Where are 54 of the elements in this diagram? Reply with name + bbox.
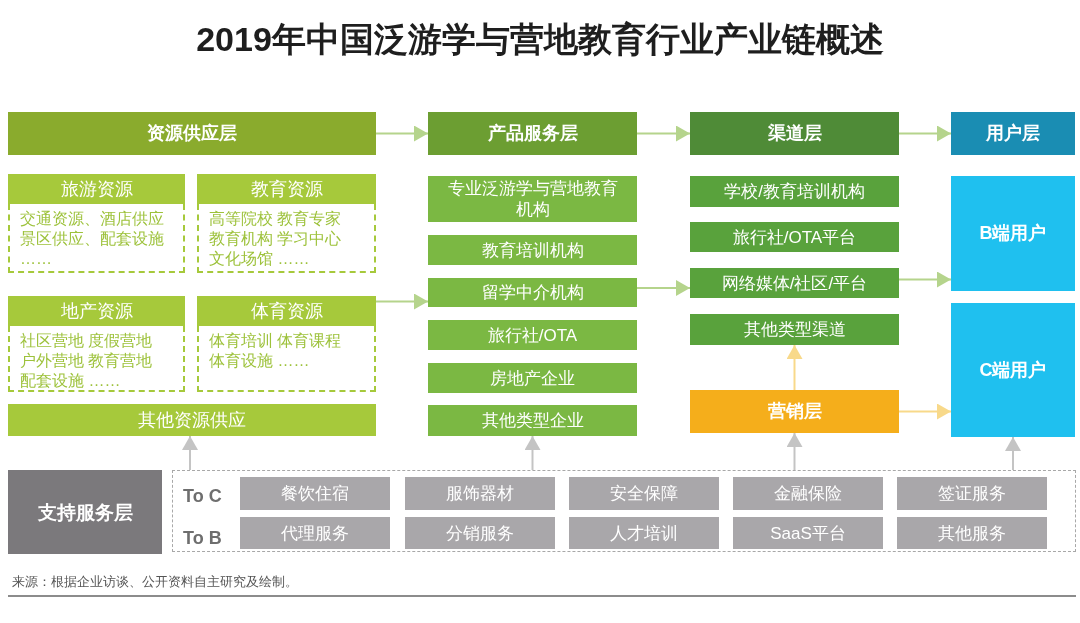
source-note: 来源：根据企业访谈、公开资料自主研究及绘制。	[12, 573, 298, 591]
service-tag: 餐饮住宿	[240, 477, 390, 510]
item-bar: 其他类型企业	[428, 405, 637, 436]
arrow	[636, 280, 691, 296]
arrow	[898, 271, 952, 288]
category-text: 高等院校 教育专家教育机构 学习中心文化场馆 ……	[197, 204, 376, 273]
item-bar: 留学中介机构	[428, 278, 637, 307]
service-tag: 人才培训	[569, 517, 719, 549]
category-bar: 其他资源供应	[8, 404, 376, 436]
arrow	[375, 293, 429, 310]
row-label: To C	[183, 485, 222, 507]
item-bar: 旅行社/OTA	[428, 320, 637, 350]
item-bar: 房地产企业	[428, 363, 637, 393]
item-bar: 学校/教育培训机构	[690, 176, 899, 207]
item-bar: 教育培训机构	[428, 235, 637, 265]
layer-header: 产品服务层	[428, 112, 637, 155]
service-tag: SaaS平台	[733, 517, 883, 549]
arrow	[898, 125, 952, 142]
item-bar: 旅行社/OTA平台	[690, 222, 899, 252]
service-tag: 代理服务	[240, 517, 390, 549]
category-text: 体育培训 体育课程体育设施 ……	[197, 326, 376, 392]
service-tag: 签证服务	[897, 477, 1047, 510]
category-text: 社区营地 度假营地户外营地 教育营地配套设施 ……	[8, 326, 185, 392]
layer-header: 资源供应层	[8, 112, 376, 155]
user-block: C端用户	[951, 303, 1075, 437]
row-label: To B	[183, 527, 222, 549]
arrow	[182, 435, 198, 471]
service-tag: 服饰器材	[405, 477, 555, 510]
dashed-panel	[172, 470, 1076, 552]
category-header: 旅游资源	[8, 174, 185, 204]
arrow	[786, 344, 803, 391]
service-tag: 金融保险	[733, 477, 883, 510]
layer-bar: 营销层	[690, 390, 899, 433]
category-header: 体育资源	[197, 296, 376, 326]
arrow	[786, 432, 803, 471]
category-header: 教育资源	[197, 174, 376, 204]
layer-header: 用户层	[951, 112, 1075, 155]
item-bar: 网络媒体/社区/平台	[690, 268, 899, 298]
service-tag: 其他服务	[897, 517, 1047, 549]
category-header: 地产资源	[8, 296, 185, 326]
arrow	[524, 435, 541, 471]
category-text: 交通资源、酒店供应景区供应、配套设施……	[8, 204, 185, 273]
arrow	[1005, 436, 1021, 471]
layer-block: 支持服务层	[8, 470, 162, 554]
service-tag: 分销服务	[405, 517, 555, 549]
user-block: B端用户	[951, 176, 1075, 291]
service-tag: 安全保障	[569, 477, 719, 510]
arrow	[636, 125, 691, 142]
item-bar: 专业泛游学与营地教育机构	[428, 176, 637, 222]
arrow	[898, 403, 952, 420]
item-bar: 其他类型渠道	[690, 314, 899, 345]
arrow	[375, 125, 429, 142]
layer-header: 渠道层	[690, 112, 899, 155]
title: 2019年中国泛游学与营地教育行业产业链概述	[195, 19, 885, 60]
